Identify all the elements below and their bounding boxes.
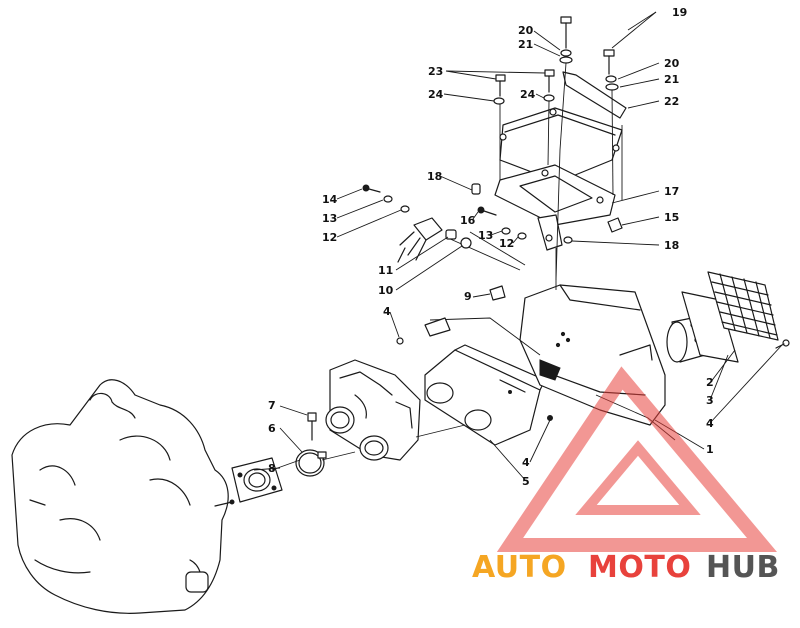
callout-10: 10 — [378, 284, 394, 297]
support-bracket — [537, 214, 563, 251]
top-cover — [499, 107, 623, 183]
bolt-19-right — [603, 49, 619, 91]
callout-leaders — [253, 11, 783, 482]
callout-2: 2 — [706, 376, 714, 389]
callout-20-top: 20 — [518, 24, 534, 37]
callout-5: 5 — [522, 475, 530, 488]
callout-21-right: 21 — [664, 73, 679, 86]
callout-3: 3 — [706, 394, 714, 407]
callout-18-top: 18 — [427, 170, 442, 183]
bolt-23-left — [493, 74, 506, 105]
bolt-23-right — [543, 69, 555, 102]
callout-labels: 19 20 21 20 21 22 23 24 24 18 17 15 18 1… — [268, 6, 714, 488]
callout-12-mid: 12 — [499, 237, 514, 250]
callout-7: 7 — [268, 399, 276, 412]
callout-24-left: 24 — [428, 88, 444, 101]
callout-20-right: 20 — [664, 57, 680, 70]
callout-21-top: 21 — [518, 38, 533, 51]
automotohub-watermark: AUTO MOTO HUB — [472, 366, 780, 585]
callout-13-mid: 13 — [478, 229, 493, 242]
carburetor-assembly — [325, 359, 421, 461]
callout-9: 9 — [464, 290, 472, 303]
screw-7 — [307, 412, 317, 441]
callout-1: 1 — [706, 443, 714, 456]
engine-block-outline — [11, 379, 235, 614]
callout-11: 11 — [378, 264, 393, 277]
screw-4-right — [775, 339, 790, 349]
callout-8: 8 — [268, 462, 276, 475]
airbox-5 — [424, 344, 546, 446]
callout-4-right: 4 — [706, 417, 714, 430]
watermark-hub: HUB — [706, 550, 780, 585]
callout-18-bottom: 18 — [664, 239, 679, 252]
callout-23: 23 — [428, 65, 443, 78]
clamp-6 — [295, 449, 327, 477]
callout-22: 22 — [664, 95, 679, 108]
bracket-plate — [681, 291, 739, 363]
callout-24-mid: 24 — [520, 88, 536, 101]
callout-16: 16 — [460, 214, 476, 227]
callout-19: 19 — [672, 6, 687, 19]
gasket-17 — [494, 164, 616, 226]
bracket-22 — [562, 71, 627, 119]
bolt-19-left — [559, 16, 573, 64]
callout-12-left: 12 — [322, 231, 337, 244]
callout-13-left: 13 — [322, 212, 337, 225]
watermark-auto: AUTO — [472, 550, 567, 585]
screen-2 — [707, 271, 779, 341]
watermark-triangle-inner — [575, 440, 701, 515]
callout-14: 14 — [322, 193, 338, 206]
callout-4-bottom: 4 — [522, 456, 530, 469]
callout-4-left: 4 — [383, 305, 391, 318]
hardware — [362, 183, 623, 421]
callout-17: 17 — [664, 185, 679, 198]
watermark-triangle-outer — [496, 366, 778, 552]
watermark-moto: MOTO — [588, 550, 691, 585]
callout-6: 6 — [268, 422, 276, 435]
callout-15: 15 — [664, 211, 679, 224]
